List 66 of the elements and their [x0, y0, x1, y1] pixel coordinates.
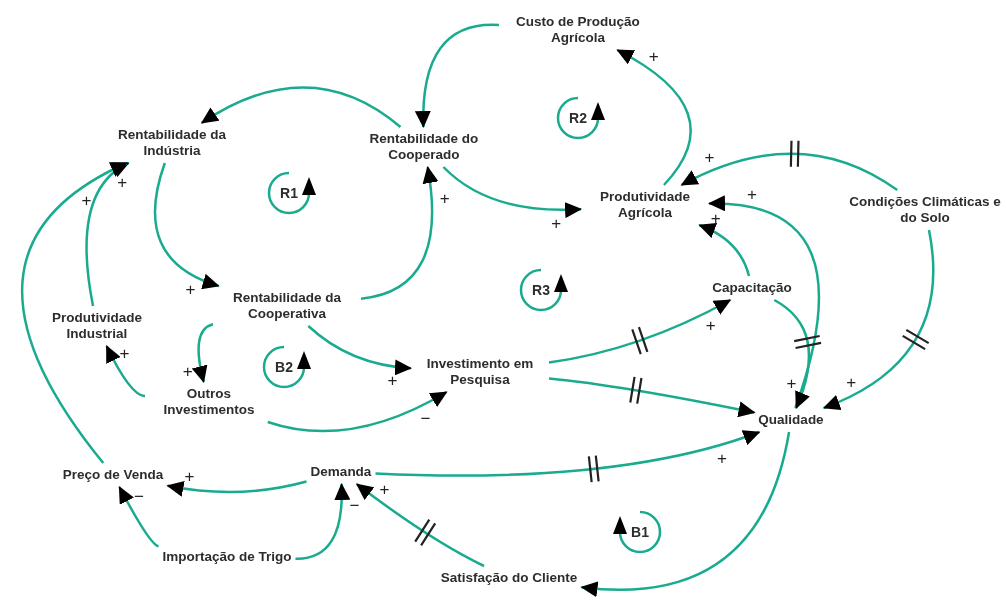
polarity-sign: +	[378, 480, 391, 498]
polarity-sign: +	[704, 316, 717, 334]
causal-arrow	[85, 161, 130, 307]
causal-arrow	[698, 223, 751, 277]
variable-label: Produtividade Industrial	[37, 310, 157, 342]
polarity-sign: +	[116, 173, 129, 191]
polarity-sign: −	[348, 496, 361, 514]
polarity-sign: +	[550, 214, 563, 232]
polarity-sign: −	[132, 487, 145, 505]
causal-arrow	[166, 480, 307, 497]
variable-label: Demanda	[310, 464, 372, 480]
polarity-sign: +	[181, 362, 194, 380]
causal-arrow	[307, 325, 412, 375]
causal-arrow	[548, 298, 732, 364]
causal-arrow	[822, 229, 935, 410]
variable-label: Condições Climáticas e do Solo	[845, 194, 1005, 226]
causal-arrow	[680, 152, 898, 192]
polarity-sign: +	[709, 209, 722, 227]
loop-label: R1	[280, 185, 298, 201]
polarity-sign: +	[80, 191, 93, 209]
causal-arrow	[267, 390, 448, 433]
polarity-sign: +	[118, 344, 131, 362]
variable-label: Satisfação do Cliente	[440, 570, 578, 586]
causal-arrow	[773, 298, 811, 409]
causal-arrow	[105, 345, 146, 398]
polarity-sign: +	[184, 280, 197, 298]
variable-label: Rentabilidade da Cooperativa	[217, 290, 357, 322]
loop-label: R2	[569, 110, 587, 126]
variable-label: Importação de Trigo	[162, 549, 292, 565]
polarity-sign: +	[183, 467, 196, 485]
causal-arrow	[415, 23, 499, 128]
polarity-sign: +	[438, 189, 451, 207]
variable-label: Qualidade	[758, 412, 824, 428]
causal-arrow	[616, 48, 692, 186]
causal-arrow	[548, 377, 756, 418]
variable-label: Investimento em Pesquisa	[415, 356, 545, 388]
causal-arrow	[708, 196, 821, 409]
causal-arrow	[295, 483, 350, 560]
polarity-sign: −	[419, 409, 432, 427]
polarity-sign: +	[746, 185, 758, 203]
causal-arrow	[192, 323, 214, 383]
causal-arrow	[360, 166, 438, 300]
polarity-sign: +	[647, 47, 660, 65]
variable-label: Rentabilidade do Cooperado	[354, 131, 494, 163]
polarity-sign: +	[785, 374, 798, 392]
polarity-sign: +	[715, 449, 728, 467]
variable-label: Outros Investimentos	[149, 386, 269, 418]
variable-label: Rentabilidade da Indústria	[102, 127, 242, 159]
causal-arrow	[355, 483, 485, 568]
loop-label: B2	[275, 359, 293, 375]
variable-label: Capacitação	[712, 280, 792, 296]
polarity-sign: +	[703, 148, 716, 166]
polarity-sign: +	[845, 373, 858, 391]
variable-label: Produtividade Agrícola	[585, 189, 705, 221]
loop-label: R3	[532, 282, 550, 298]
variable-label: Custo de Produção Agrícola	[503, 14, 653, 46]
loop-label: B1	[631, 524, 649, 540]
causal-arrow	[375, 429, 761, 477]
causal-arrow	[442, 166, 582, 218]
polarity-sign: +	[386, 371, 399, 389]
causal-arrow	[21, 161, 128, 464]
causal-arrow	[200, 86, 402, 128]
variable-label: Preço de Venda	[62, 467, 164, 483]
causal-arrow	[580, 431, 791, 597]
causal-arrow	[153, 162, 220, 289]
causal-arrow	[118, 486, 160, 548]
